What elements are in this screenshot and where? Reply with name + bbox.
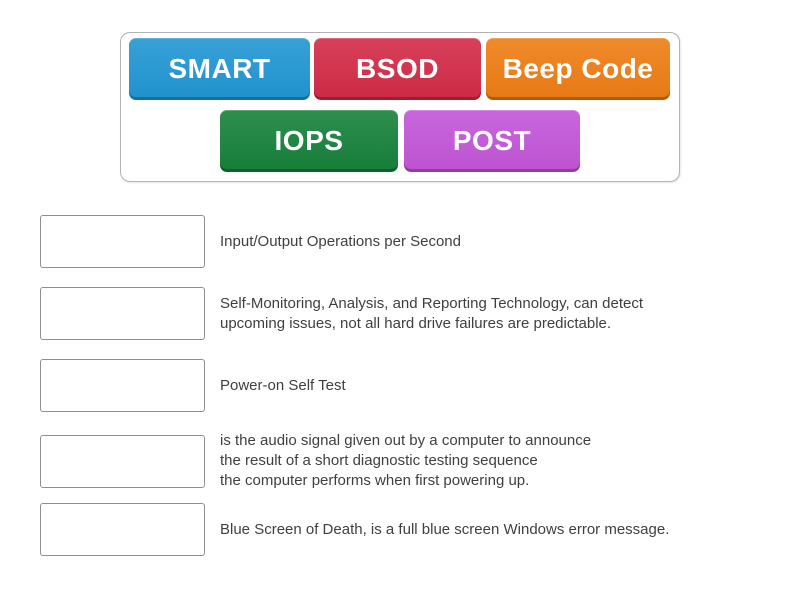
tile-label: POST <box>452 125 532 156</box>
match-row: is the audio signal given out by a compu… <box>40 431 591 491</box>
tile-tray: SMART BSOD Beep Code IOPS POST <box>120 32 680 182</box>
tile-iops[interactable]: IOPS <box>220 110 398 172</box>
match-row: Blue Screen of Death, is a full blue scr… <box>40 503 669 556</box>
tile-post[interactable]: POST <box>404 110 580 172</box>
definition-line: upcoming issues, not all hard drive fail… <box>220 314 612 332</box>
answer-slot-2[interactable] <box>40 287 205 340</box>
match-row: Self-Monitoring, Analysis, and Reporting… <box>40 287 643 340</box>
tile-label: IOPS <box>274 125 344 156</box>
definition-text: Power-on Self Test <box>220 376 346 396</box>
definition-line: Power-on Self Test <box>220 376 346 394</box>
answer-slot-4[interactable] <box>40 434 205 488</box>
tile-label: Beep Code <box>502 53 654 84</box>
definition-line: Blue Screen of Death, is a full blue scr… <box>220 520 670 538</box>
tile-beep-code[interactable]: Beep Code <box>486 38 670 100</box>
match-row: Input/Output Operations per Second <box>40 215 461 268</box>
definition-line: Self-Monitoring, Analysis, and Reporting… <box>220 294 644 312</box>
answer-slot-5[interactable] <box>40 503 205 556</box>
definition-text: Blue Screen of Death, is a full blue scr… <box>220 520 669 540</box>
definition-line: the computer performs when first powerin… <box>220 472 530 489</box>
definition-line: the result of a short diagnostic testing… <box>220 452 538 469</box>
definition-text: Self-Monitoring, Analysis, and Reporting… <box>220 294 643 334</box>
tile-label: BSOD <box>356 53 439 84</box>
answer-slot-3[interactable] <box>40 359 205 412</box>
definition-line: Input/Output Operations per Second <box>220 232 461 250</box>
match-row: Power-on Self Test <box>40 359 346 412</box>
tile-label: SMART <box>168 53 271 84</box>
tile-smart[interactable]: SMART <box>129 38 310 100</box>
definition-text: is the audio signal given out by a compu… <box>220 431 591 491</box>
definition-line: is the audio signal given out by a compu… <box>220 432 592 449</box>
tile-bsod[interactable]: BSOD <box>314 38 481 100</box>
answer-slot-1[interactable] <box>40 215 205 268</box>
definition-text: Input/Output Operations per Second <box>220 232 461 252</box>
